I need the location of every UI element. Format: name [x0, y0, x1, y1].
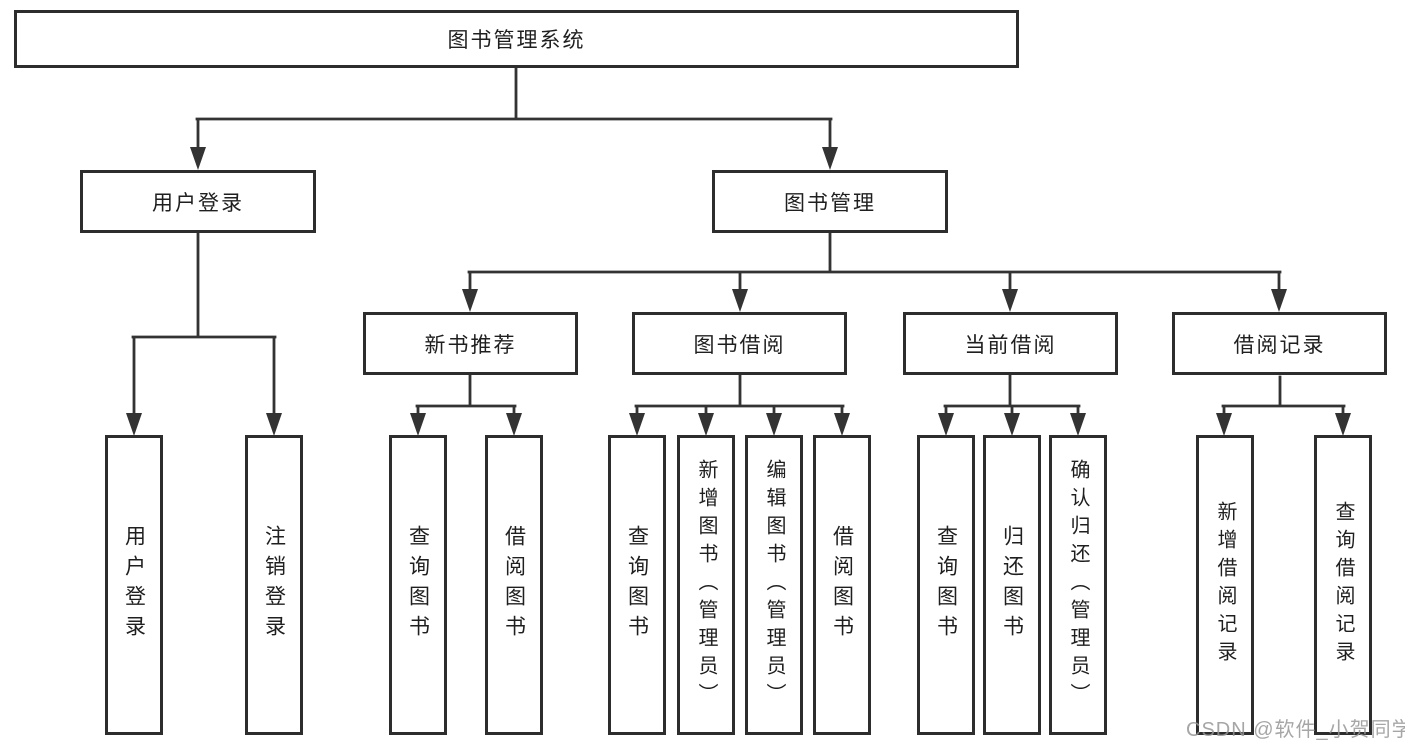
node-new-book-recommend: 新书推荐 [363, 312, 578, 375]
leaf-return-books: 归还图书 [983, 435, 1041, 735]
leaf-add-books-admin: 新增图书（管理员） [677, 435, 735, 735]
leaf-add-borrow-record: 新增借阅记录 [1196, 435, 1254, 735]
leaf-confirm-return-admin: 确认归还（管理员） [1049, 435, 1107, 735]
leaf-borrow-books: 借阅图书 [813, 435, 871, 735]
leaf-query-books-current: 查询图书 [917, 435, 975, 735]
leaf-logout: 注销登录 [245, 435, 303, 735]
leaf-user-login: 用户登录 [105, 435, 163, 735]
leaf-query-books-borrow: 查询图书 [608, 435, 666, 735]
csdn-watermark: CSDN @软件_小贺同学 [1186, 719, 1405, 741]
node-system-root: 图书管理系统 [14, 10, 1019, 68]
node-book-borrow: 图书借阅 [632, 312, 847, 375]
node-book-management: 图书管理 [712, 170, 948, 233]
leaf-edit-books-admin: 编辑图书（管理员） [745, 435, 803, 735]
leaf-query-borrow-record: 查询借阅记录 [1314, 435, 1372, 735]
node-user-login: 用户登录 [80, 170, 316, 233]
leaf-borrow-books-recommend: 借阅图书 [485, 435, 543, 735]
node-current-borrow: 当前借阅 [903, 312, 1118, 375]
node-borrow-records: 借阅记录 [1172, 312, 1387, 375]
leaf-query-books-recommend: 查询图书 [389, 435, 447, 735]
